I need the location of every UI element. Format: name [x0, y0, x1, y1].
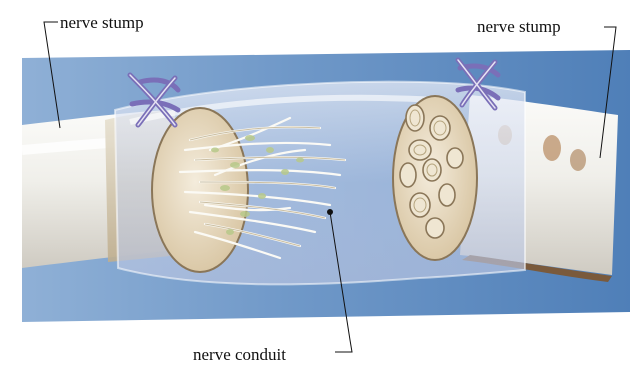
left-stump-cross-section — [152, 108, 248, 272]
right-nerve-stump-label: nerve stump — [477, 18, 561, 35]
left-nerve-stump-label: nerve stump — [60, 14, 144, 31]
nerve-conduit-label: nerve conduit — [193, 346, 286, 363]
conduit-pointer-dot — [327, 209, 333, 215]
